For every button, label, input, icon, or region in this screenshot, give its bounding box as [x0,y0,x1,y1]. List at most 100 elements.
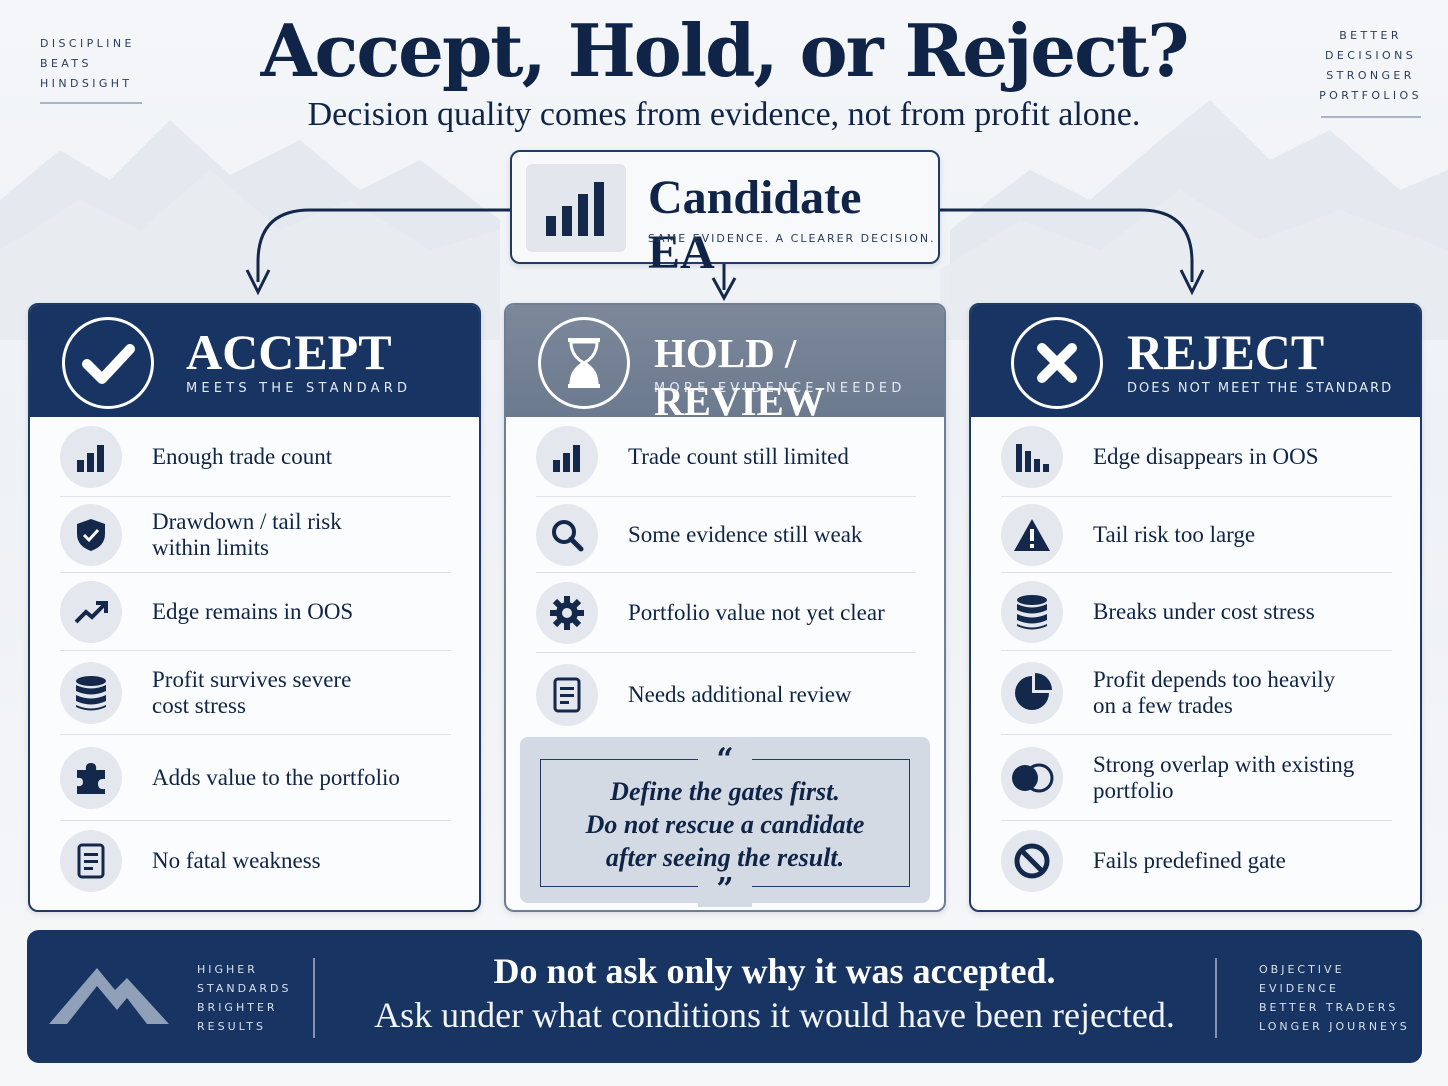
item-label: Drawdown / tail risk within limits [152,508,342,560]
warning-icon [1001,503,1063,566]
item-label: Needs additional review [628,682,852,707]
accept-title: ACCEPT [186,324,392,380]
candidate-card: Candidate EA SAME EVIDENCE. A CLEARER DE… [510,150,940,279]
reject-title: REJECT [1127,324,1325,380]
list-item: Profit survives severe cost stress [60,651,451,735]
item-label: Some evidence still weak [628,521,863,547]
footer-left-tagline: HIGHER STANDARDS BRIGHTER RESULTS [197,960,292,1036]
list-item: Adds value to the portfolio [60,735,451,821]
mountain-background [0,100,1448,340]
right-tagline: BETTER DECISIONS STRONGER PORTFOLIOS [1319,26,1422,118]
puzzle-icon [60,746,122,809]
footer-subline: Ask under what conditions it would have … [374,995,1175,1035]
footer-banner: HIGHER STANDARDS BRIGHTER RESULTS Do not… [27,930,1422,1063]
list-item: Trade count still limited [536,417,916,497]
database-icon [60,661,122,724]
mountain-icon [49,968,169,1024]
tagline-line: RESULTS [197,1020,266,1033]
divider [1320,116,1421,118]
list-item: Needs additional review [536,653,916,737]
hold-header: HOLD / REVIEW MORE EVIDENCE NEEDED [506,305,944,424]
prohibited-icon [1001,830,1063,892]
list-item: No fatal weakness [60,821,451,901]
checkmark-icon [62,317,154,409]
tagline-line: BETTER TRADERS [1259,1001,1399,1014]
reject-subtitle: DOES NOT MEET THE STANDARD [1127,381,1394,396]
arrow-to-accept [256,208,510,282]
tagline-line: BRIGHTER [197,1001,278,1014]
database-icon [1001,580,1063,643]
quote-mark-glyph: ” [698,872,752,907]
tagline-line: LONGER JOURNEYS [1259,1020,1410,1033]
item-label: Portfolio value not yet clear [628,599,885,625]
tagline-line: DECISIONS [1325,49,1417,62]
hourglass-icon [538,317,630,409]
quote-mark-glyph: “ [698,742,752,777]
search-icon [536,503,598,566]
list-item: Enough trade count [60,417,451,497]
shield-check-icon [60,503,122,566]
item-label: Adds value to the portfolio [152,764,400,790]
declining-bars-icon [1001,425,1063,488]
bar-chart-icon [60,425,122,488]
hold-subtitle: MORE EVIDENCE NEEDED [654,381,906,396]
reject-header: REJECT DOES NOT MEET THE STANDARD [971,305,1420,417]
bar-chart-icon [536,425,598,488]
tagline-line: PORTFOLIOS [1319,89,1422,102]
reject-column: REJECT DOES NOT MEET THE STANDARD Edge d… [969,303,1422,912]
item-label: Tail risk too large [1093,521,1256,547]
tagline-line: EVIDENCE [1259,982,1339,995]
item-label: Edge remains in OOS [152,598,354,624]
item-label: Strong overlap with existing portfolio [1093,751,1355,803]
divider [313,958,315,1038]
item-label: Fails predefined gate [1093,848,1286,873]
list-item: Breaks under cost stress [1001,573,1392,651]
document-icon [60,830,122,892]
divider [1215,958,1217,1038]
item-label: Enough trade count [152,443,333,469]
list-item: Fails predefined gate [1001,821,1392,901]
footer-right-tagline: OBJECTIVE EVIDENCE BETTER TRADERS LONGER… [1259,960,1410,1036]
list-item: Some evidence still weak [536,497,916,573]
list-item: Tail risk too large [1001,497,1392,573]
tagline-line: HINDSIGHT [40,77,133,90]
list-item: Portfolio value not yet clear [536,573,916,653]
candidate-subtitle: SAME EVIDENCE. A CLEARER DECISION. [648,232,936,245]
page-title: Accept, Hold, or Reject? [260,8,1190,93]
tagline-line: OBJECTIVE [1259,963,1345,976]
list-item: Edge disappears in OOS [1001,417,1392,497]
list-item: Strong overlap with existing portfolio [1001,735,1392,821]
hold-title: HOLD / REVIEW [654,330,825,424]
overlap-circles-icon [1001,746,1063,809]
tagline-line: HIGHER [197,963,258,976]
item-label: No fatal weakness [152,848,321,873]
item-label: Breaks under cost stress [1093,598,1315,624]
pie-chart-icon [1001,661,1063,724]
close-quote-mark: ” [520,872,930,907]
tagline-line: STANDARDS [197,982,292,995]
quote-text: Define the gates first. Do not rescue a … [585,777,865,872]
list-item: Profit depends too heavily on a few trad… [1001,651,1392,735]
footer-headline: Do not ask only why it was accepted. [493,951,1056,991]
gear-icon [536,581,598,644]
hold-column: HOLD / REVIEW MORE EVIDENCE NEEDED Trade… [504,303,946,912]
bar-chart-icon [526,164,626,252]
tagline-line: BEATS [40,57,92,70]
accept-subtitle: MEETS THE STANDARD [186,381,412,396]
item-label: Edge disappears in OOS [1093,443,1319,469]
divider [40,102,142,104]
list-item: Drawdown / tail risk within limits [60,497,451,573]
candidate-title: Candidate EA [648,171,862,279]
x-icon [1011,317,1103,409]
tagline-line: STRONGER [1326,69,1415,82]
tagline-line: DISCIPLINE [40,37,135,50]
item-label: Profit depends too heavily on a few trad… [1093,666,1336,718]
document-icon [536,664,598,726]
accept-header: ACCEPT MEETS THE STANDARD [30,305,479,417]
list-item: Edge remains in OOS [60,573,451,651]
page-subtitle: Decision quality comes from evidence, no… [307,96,1141,133]
left-tagline: DISCIPLINE BEATS HINDSIGHT [40,34,142,104]
item-label: Profit survives severe cost stress [152,666,352,718]
quote-box: “ Define the gates first. Do not rescue … [520,737,930,907]
trend-up-icon [60,580,122,643]
